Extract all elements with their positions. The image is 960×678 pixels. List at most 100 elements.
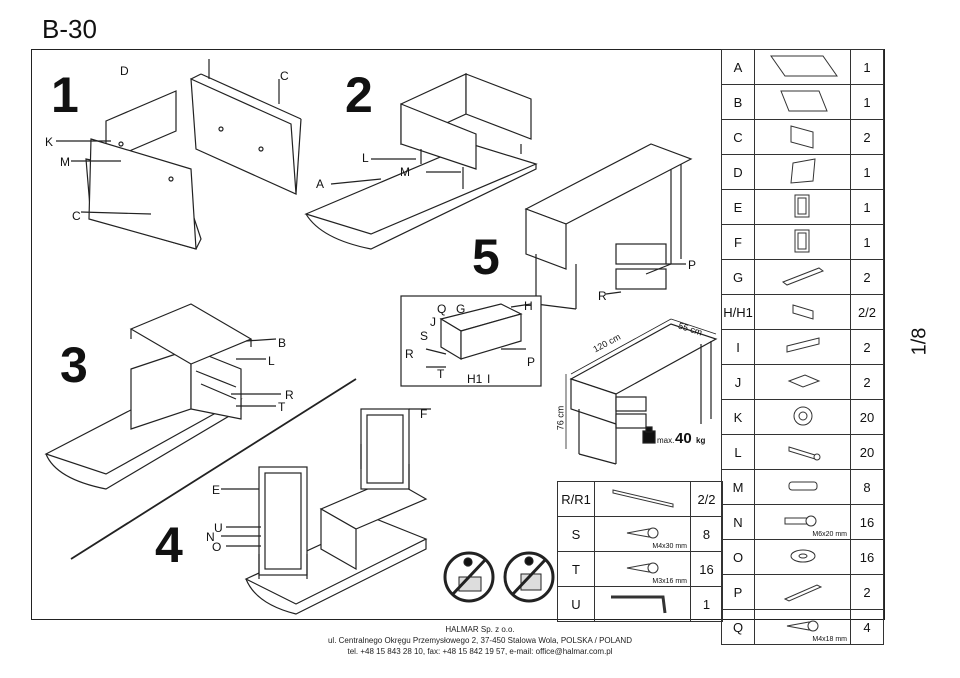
part-quantity: 16 [850, 504, 884, 540]
part-letter: J [721, 364, 755, 400]
frame-icon [755, 192, 850, 224]
drawer-bottom-icon [755, 367, 850, 399]
step-4-label: U [214, 521, 223, 535]
part-picture [754, 469, 851, 505]
part-picture [754, 119, 851, 155]
part-quantity: 1 [690, 586, 723, 622]
drawer-front-icon [755, 332, 850, 364]
step-4-drawing [221, 408, 431, 615]
part-quantity: 2 [850, 259, 884, 295]
part-picture [594, 481, 691, 517]
part-picture [754, 189, 851, 225]
step-4-label: E [212, 483, 221, 497]
cam-bolt-icon [755, 437, 850, 469]
step-3-label: B [278, 336, 287, 350]
part-picture [594, 586, 691, 622]
part-letter: L [721, 434, 755, 470]
detail-label: Q [437, 302, 447, 316]
screw-icon: M4x18 mm [755, 612, 850, 644]
part-quantity: 8 [690, 516, 723, 552]
step-2-label: L [362, 151, 369, 165]
detail-label: I [487, 372, 491, 386]
part-picture: M4x30 mm [594, 516, 691, 552]
drawer-detail-box [400, 295, 542, 387]
part-letter: B [721, 84, 755, 120]
part-letter: E [721, 189, 755, 225]
step-4-label: N [206, 530, 215, 544]
part-letter: O [721, 539, 755, 575]
step-2-label: A [316, 177, 325, 191]
side-panel-icon [755, 122, 850, 154]
part-quantity: 2/2 [690, 481, 723, 517]
step-5-label: R [598, 289, 607, 303]
instruction-frame [31, 49, 885, 620]
part-quantity: 1 [850, 224, 884, 260]
step-5-number: 5 [472, 229, 500, 285]
part-quantity: 8 [850, 469, 884, 505]
assembly-illustrations [44, 59, 718, 615]
part-picture [754, 434, 851, 470]
detail-label: S [420, 329, 429, 343]
no-climb-warning-icon [443, 551, 495, 603]
part-picture [754, 259, 851, 295]
part-letter: P [721, 574, 755, 610]
step-5-drawing [524, 143, 693, 310]
part-letter: C [721, 119, 755, 155]
dowel-icon [755, 472, 850, 504]
part-size: M4x30 mm [652, 543, 687, 550]
part-picture: M6x20 mm [754, 504, 851, 540]
part-quantity: 1 [850, 49, 884, 85]
step-1-label: D [120, 64, 129, 78]
part-picture [754, 154, 851, 190]
part-picture: M3x16 mm [594, 551, 691, 587]
part-letter: M [721, 469, 755, 505]
footer: HALMAR Sp. z o.o. ul. Centralnego Okręgu… [0, 624, 960, 657]
dimension-drawing [565, 318, 718, 465]
detail-label: J [430, 315, 436, 329]
step-4-number: 4 [155, 517, 183, 573]
allen-key-icon [595, 589, 690, 621]
step-3-label: T [278, 400, 286, 414]
part-letter: F [721, 224, 755, 260]
no-overload-warning-icon [503, 551, 555, 603]
panel-large-icon [755, 52, 850, 84]
detail-label: R [405, 347, 414, 361]
panel-small-icon [755, 87, 850, 119]
part-picture [754, 224, 851, 260]
part-quantity: 20 [850, 434, 884, 470]
detail-label: P [527, 355, 536, 369]
part-size: M3x16 mm [652, 578, 687, 585]
part-quantity: 16 [690, 551, 723, 587]
max-load-unit: kg [696, 436, 706, 445]
screw-icon: M4x30 mm [595, 519, 690, 551]
page-number: 1/8 [908, 327, 931, 356]
drawer-side-icon [755, 297, 850, 329]
part-picture [754, 574, 851, 610]
step-1-label: K [45, 135, 54, 149]
part-letter: I [721, 329, 755, 365]
part-letter: G [721, 259, 755, 295]
handle-icon [755, 577, 850, 609]
back-panel-icon [755, 157, 850, 189]
detail-label: H1 [467, 372, 483, 386]
part-picture [754, 329, 851, 365]
part-letter: S [557, 516, 595, 552]
footer-company: HALMAR Sp. z o.o. [445, 625, 515, 634]
step-4-label: O [212, 540, 222, 554]
screw-icon: M3x16 mm [595, 554, 690, 586]
part-picture [754, 364, 851, 400]
model-name: B-30 [42, 14, 97, 44]
step-2-drawing [304, 73, 538, 250]
part-letter: R/R1 [557, 481, 595, 517]
part-quantity: 2 [850, 329, 884, 365]
